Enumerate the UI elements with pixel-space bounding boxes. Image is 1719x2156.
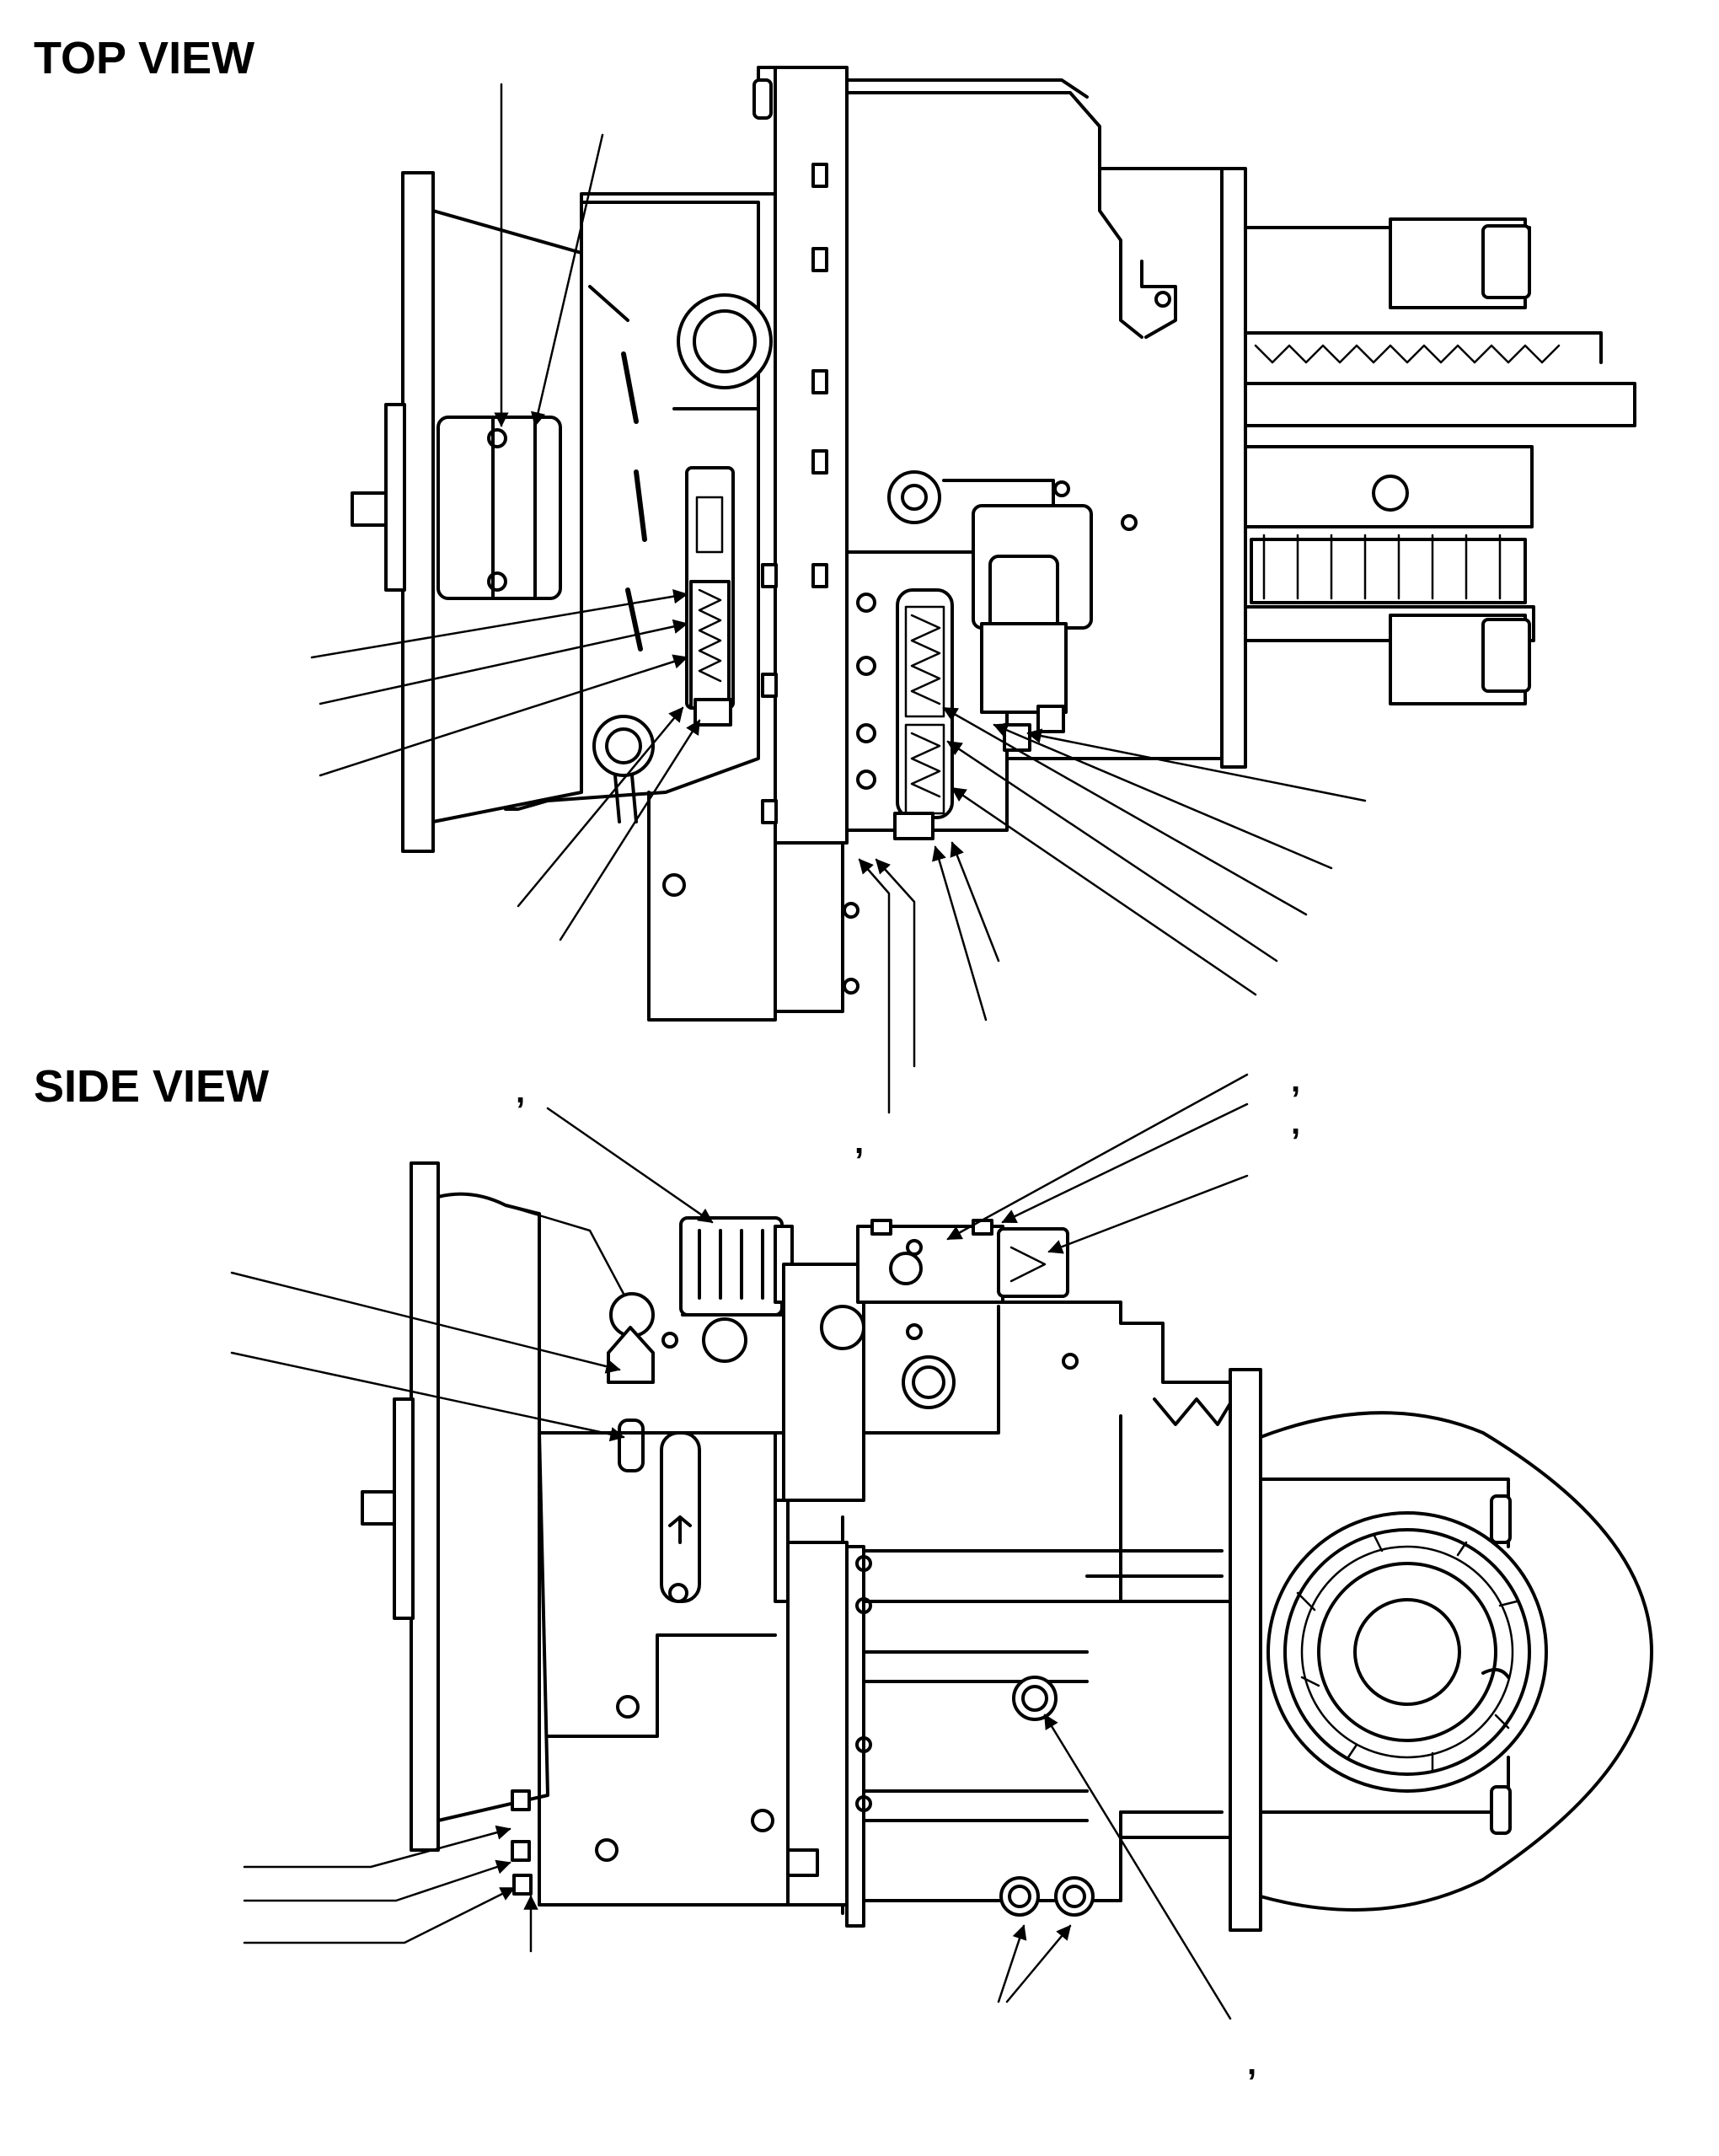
- side-solenoid: [997, 1227, 1069, 1298]
- output-bore: [1317, 1562, 1497, 1742]
- side-view-drawing: [230, 1073, 1653, 2020]
- side-drain-plug: [1012, 1676, 1058, 1721]
- side-valve-body: [856, 1225, 1004, 1304]
- bolt-row: [761, 163, 828, 824]
- top-view-title: TOP VIEW: [34, 33, 255, 83]
- side-filter: [679, 1216, 784, 1317]
- callout-comma: ,: [854, 1124, 865, 1161]
- port-fitting: [677, 293, 773, 389]
- output-yoke: [1259, 1411, 1653, 1912]
- breather: [592, 715, 655, 777]
- side-mounting-flange: [410, 1161, 440, 1852]
- side-breather: [618, 1419, 645, 1472]
- callout-comma: ,: [1291, 1104, 1301, 1141]
- leader-lines: [310, 83, 1367, 1114]
- filter-block: [436, 416, 562, 600]
- callout-comma: ,: [516, 1073, 526, 1110]
- side-output-flange: [1229, 1368, 1262, 1932]
- mounting-flange: [401, 171, 435, 853]
- side-lower-plate: [786, 1541, 849, 1907]
- side-center-plate: [782, 1263, 865, 1502]
- callout-comma: ,: [1247, 2045, 1257, 2082]
- top-view-drawing: [310, 66, 1636, 1114]
- output-flange: [1220, 167, 1247, 769]
- bell-housing: [431, 209, 583, 823]
- callout-comma: ,: [1291, 1062, 1301, 1099]
- main-case-plate: [774, 66, 849, 845]
- side-leader-lines: [230, 1073, 1249, 2020]
- side-view-title: SIDE VIEW: [34, 1061, 270, 1112]
